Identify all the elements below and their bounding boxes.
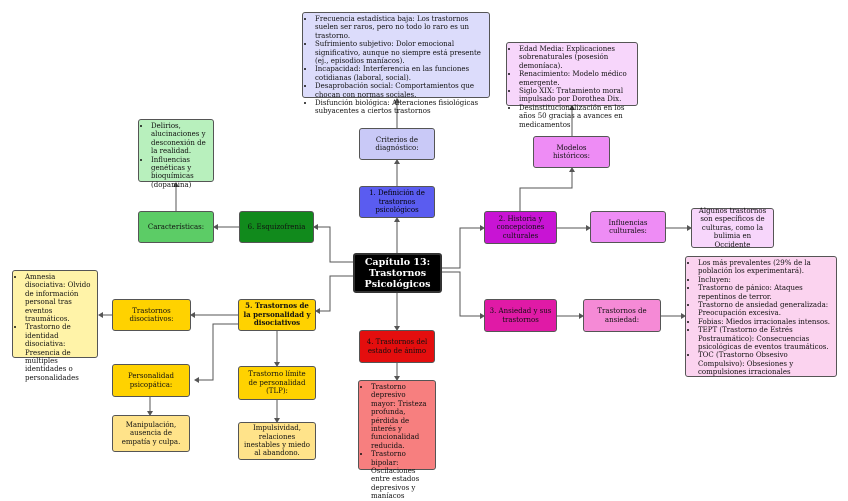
- influencias-text[interactable]: Algunos trastornos son específicos de cu…: [691, 206, 774, 249]
- link-n5-psicopatica: [195, 323, 238, 381]
- topic-esquizofrenia-label: 6. Esquizofrenia: [247, 222, 306, 231]
- subtopic-modelos-label: Modelos históricos:: [552, 143, 591, 160]
- subtopic-ansiedad[interactable]: Trastornos de ansiedad:: [583, 299, 661, 332]
- central-title-line3: Psicológicos: [364, 278, 431, 290]
- topic-definicion-label: 1. Definición de trastornos psicológicos: [369, 189, 425, 215]
- topic-ansiedad-label: 3. Ansiedad y sus trastornos: [489, 307, 552, 324]
- ansiedad-item: Trastorno de ansiedad generalizada: Preo…: [698, 301, 832, 318]
- caracteristica-item: Influencias genéticas y bioquímicas (dop…: [151, 156, 209, 190]
- link-central-n3: [442, 271, 484, 317]
- modelo-item: Edad Media: Explicaciones sobrenaturales…: [519, 45, 633, 70]
- subtopic-influencias-label: Influencias culturales:: [608, 218, 648, 235]
- subtopic-disociativos-label: Trastornos disociativos:: [129, 306, 174, 323]
- connector-lines: [98, 98, 692, 423]
- ansiedad-item: Fobias: Miedos irracionales intensos.: [698, 318, 832, 326]
- criterios-list[interactable]: Frecuencia estadística baja: Los trastor…: [302, 12, 490, 115]
- caracteristica-item: Delirios, alucinaciones y desconexión de…: [151, 122, 209, 156]
- link-n2-modelos: [519, 168, 573, 211]
- disociativo-item: Trastorno de identidad disociativa: Pres…: [25, 323, 93, 382]
- subtopic-psicopatica[interactable]: Personalidad psicopática:: [112, 364, 190, 397]
- topic-historia-label: 2. Historia y concepciones culturales: [496, 214, 545, 240]
- topic-personalidad-label: 5. Trastornos de la personalidad y disoc…: [243, 301, 311, 328]
- topic-animo[interactable]: 4. Trastornos del estado de ánimo: [359, 330, 435, 363]
- criterio-item: Incapacidad: Interferencia en las funcio…: [315, 65, 485, 82]
- ansiedad-list[interactable]: Los más prevalentes (29% de la población…: [685, 256, 837, 377]
- disociativos-list[interactable]: Amnesia disociativa: Olvido de informaci…: [12, 270, 98, 382]
- modelo-item: Siglo XIX: Tratamiento moral impulsado p…: [519, 87, 633, 104]
- central-title-line1: Capítulo 13:: [364, 256, 431, 268]
- modelo-item: Desinstitucionalización en los años 50 g…: [519, 104, 633, 129]
- ansiedad-item: Los más prevalentes (29% de la población…: [698, 259, 832, 276]
- subtopic-tlp[interactable]: Trastorno límite de personalidad (TLP):: [238, 366, 316, 400]
- subtopic-modelos[interactable]: Modelos históricos:: [533, 136, 610, 168]
- link-central-n2: [442, 227, 484, 269]
- subtopic-disociativos[interactable]: Trastornos disociativos:: [112, 299, 191, 331]
- criterio-item: Frecuencia estadística baja: Los trastor…: [315, 15, 485, 40]
- link-central-n6: [314, 226, 353, 263]
- subtopic-psicopatica-label: Personalidad psicopática:: [128, 372, 174, 389]
- subtopic-influencias[interactable]: Influencias culturales:: [590, 211, 666, 243]
- animo-item: Trastorno bipolar: Oscilaciones entre es…: [371, 450, 431, 500]
- link-central-n5: [316, 275, 353, 312]
- psicopatica-detail: Manipulación, ausencia de empatía y culp…: [121, 420, 181, 446]
- animo-list[interactable]: Trastorno depresivo mayor: Tristeza prof…: [358, 380, 436, 500]
- modelo-item: Renacimiento: Modelo médico emergente.: [519, 70, 633, 87]
- ansiedad-item: Incluyen:: [698, 276, 832, 284]
- subtopic-caracteristicas-label: Características:: [147, 222, 205, 231]
- central-title-line2: Trastornos: [368, 267, 427, 279]
- tlp-detail: Impulsividad, relaciones inestables y mi…: [243, 424, 311, 458]
- topic-ansiedad[interactable]: 3. Ansiedad y sus trastornos: [484, 299, 557, 332]
- topic-historia[interactable]: 2. Historia y concepciones culturales: [484, 211, 557, 244]
- criterio-item: Desaprobación social: Comportamientos qu…: [315, 82, 485, 99]
- arrow-n1: [394, 217, 400, 222]
- criterio-item: Disfunción biológica: Alteraciones fisio…: [315, 99, 485, 116]
- disociativo-item: Amnesia disociativa: Olvido de informaci…: [25, 273, 93, 323]
- ansiedad-item: TOC (Trastorno Obsesivo Compulsivo): Obs…: [698, 351, 832, 376]
- subtopic-tlp-label: Trastorno límite de personalidad (TLP):: [248, 370, 306, 396]
- animo-item: Trastorno depresivo mayor: Tristeza prof…: [371, 383, 431, 450]
- caracteristicas-list[interactable]: Delirios, alucinaciones y desconexión de…: [138, 119, 214, 189]
- ansiedad-item: Trastorno de pánico: Ataques repentinos …: [698, 284, 832, 301]
- topic-esquizofrenia[interactable]: 6. Esquizofrenia: [239, 211, 314, 243]
- subtopic-criterios-label: Criterios de diagnóstico:: [375, 135, 419, 152]
- tlp-text[interactable]: Impulsividad, relaciones inestables y mi…: [238, 422, 316, 460]
- subtopic-caracteristicas[interactable]: Características:: [138, 211, 214, 243]
- topic-personalidad[interactable]: 5. Trastornos de la personalidad y disoc…: [238, 299, 316, 331]
- topic-animo-label: 4. Trastornos del estado de ánimo: [366, 338, 428, 355]
- influencias-detail: Algunos trastornos son específicos de cu…: [698, 206, 767, 249]
- psicopatica-text[interactable]: Manipulación, ausencia de empatía y culp…: [112, 415, 190, 452]
- subtopic-criterios[interactable]: Criterios de diagnóstico:: [359, 128, 435, 160]
- topic-definicion[interactable]: 1. Definición de trastornos psicológicos: [359, 186, 435, 218]
- modelos-list[interactable]: Edad Media: Explicaciones sobrenaturales…: [506, 42, 638, 129]
- ansiedad-item: TEPT (Trastorno de Estrés Postraumático)…: [698, 326, 832, 351]
- central-topic[interactable]: Capítulo 13: Trastornos Psicológicos: [353, 253, 442, 293]
- criterio-item: Sufrimiento subjetivo: Dolor emocional s…: [315, 40, 485, 65]
- subtopic-ansiedad-label: Trastornos de ansiedad:: [597, 307, 647, 324]
